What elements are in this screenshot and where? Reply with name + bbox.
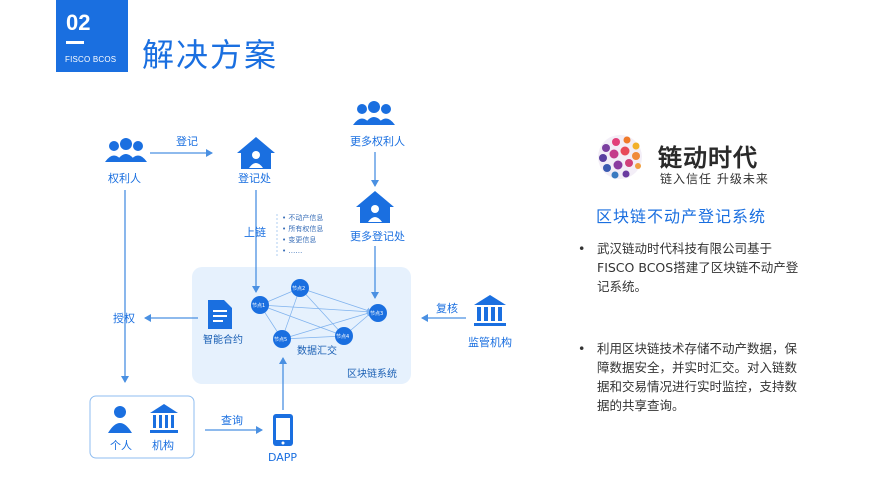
bullet-dot-icon: • xyxy=(578,341,586,356)
network-node-5: 节点5 xyxy=(273,330,291,348)
more-house-icon xyxy=(356,191,394,223)
review-label: 复核 xyxy=(436,301,458,315)
authorize-label: 授权 xyxy=(113,311,135,325)
bullet-text: 武汉链动时代科技有限公司基于FISCO BCOS搭建了区块链不动产登记系统。 xyxy=(597,241,799,294)
document-icon xyxy=(208,300,232,329)
bullet-text: 利用区块链技术存储不动产数据，保障数据安全，并实时汇交。对入链数据和交易情况进行… xyxy=(597,341,798,413)
company-name: 链动时代 xyxy=(658,144,758,172)
on-chain-label: 上链 xyxy=(244,225,266,239)
right-holder-label: 权利人 xyxy=(108,172,141,185)
network-node-3: 节点3 xyxy=(369,304,387,322)
svg-text:节点2: 节点2 xyxy=(292,286,305,292)
chain-item-ownership: • 所有权信息 xyxy=(282,224,323,233)
bullet-item: • 利用区块链技术存储不动产数据，保障数据安全，并实时汇交。对入链数据和交易情况… xyxy=(578,339,808,415)
institution-label: 机构 xyxy=(152,438,174,452)
svg-text:节点5: 节点5 xyxy=(274,337,287,343)
bank-building-icon xyxy=(474,295,506,326)
bullet-dot-icon: • xyxy=(578,241,586,256)
more-registry-offices-label: 更多登记处 xyxy=(350,229,405,243)
bullet-item: • 武汉链动时代科技有限公司基于FISCO BCOS搭建了区块链不动产登记系统。 xyxy=(578,239,808,296)
company-slogan: 链入信任 升级未来 xyxy=(660,172,769,186)
regulator-label: 监管机构 xyxy=(468,335,512,349)
blockchain-system-panel xyxy=(192,267,411,384)
chain-item-real-estate: • 不动产信息 xyxy=(282,213,323,222)
network-node-4: 节点4 xyxy=(335,327,353,345)
smart-contract-label: 智能合约 xyxy=(203,333,243,346)
user-group-box xyxy=(89,395,195,459)
page-title: 解决方案 xyxy=(142,36,279,74)
more-users-icon xyxy=(353,101,395,125)
house-icon xyxy=(237,137,275,169)
more-right-holders-label: 更多权利人 xyxy=(350,134,405,148)
registry-office-label: 登记处 xyxy=(238,171,271,185)
network-node-1: 节点1 xyxy=(251,296,269,314)
individual-label: 个人 xyxy=(110,439,132,452)
person-icon xyxy=(108,406,132,433)
institution-icon xyxy=(150,404,178,433)
section-badge: 02 FISCO BCOS xyxy=(56,0,128,72)
blockchain-system-label: 区块链系统 xyxy=(347,367,397,380)
chain-item-changes: • 变更信息 xyxy=(282,235,316,244)
network-node-2: 节点2 xyxy=(291,279,309,297)
query-label: 查询 xyxy=(221,413,243,427)
chain-item-more: • …… xyxy=(282,247,302,255)
svg-text:节点4: 节点4 xyxy=(336,334,349,340)
system-title: 区块链不动产登记系统 xyxy=(596,207,767,226)
data-aggregation-label: 数据汇交 xyxy=(297,344,337,357)
section-number: 02 xyxy=(66,10,91,35)
company-logo-icon xyxy=(598,135,642,179)
section-subtitle: FISCO BCOS xyxy=(65,55,117,64)
register-label: 登记 xyxy=(176,134,198,148)
phone-icon xyxy=(273,414,293,446)
svg-text:节点3: 节点3 xyxy=(370,311,383,317)
svg-text:节点1: 节点1 xyxy=(252,303,265,309)
users-icon xyxy=(105,138,147,162)
section-divider xyxy=(66,41,84,44)
dapp-label: DAPP xyxy=(268,451,297,464)
